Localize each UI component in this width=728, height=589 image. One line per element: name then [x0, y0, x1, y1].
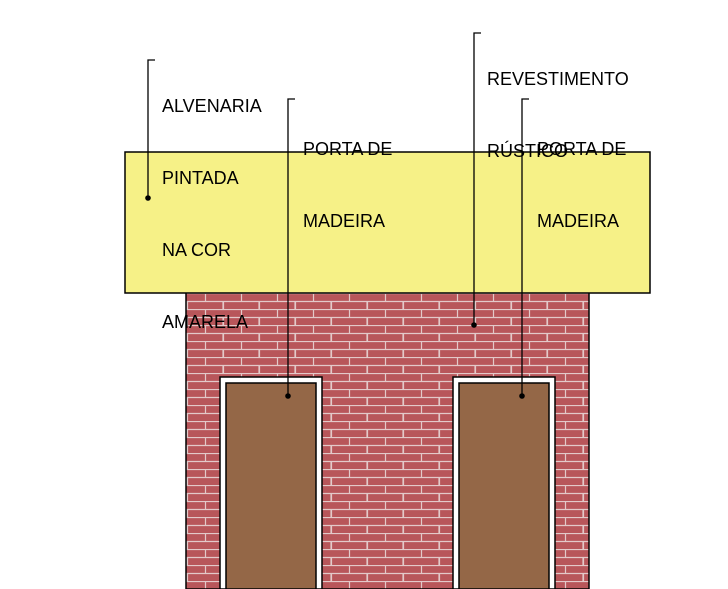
- label-line: MADEIRA: [303, 211, 386, 231]
- label-line: RÚSTICO: [487, 141, 568, 161]
- leader-porta-left: [285, 98, 295, 399]
- label-line: NA COR: [162, 240, 232, 260]
- label-line: PINTADA: [162, 168, 239, 188]
- leader-alvenaria: [145, 59, 155, 201]
- label-alvenaria: ALVENARIA PINTADA NA COR AMARELA: [162, 46, 262, 358]
- label-line: MADEIRA: [537, 211, 620, 231]
- leader-revestimento: [471, 32, 481, 328]
- label-line: ALVENARIA: [162, 96, 262, 116]
- left-door: [225, 382, 317, 589]
- label-line: PORTA DE: [537, 139, 627, 159]
- label-porta-right: PORTA DE MADEIRA: [537, 89, 626, 257]
- yellow-masonry-band: [124, 151, 651, 294]
- right-door: [458, 382, 550, 589]
- label-line: REVESTIMENTO: [487, 69, 629, 89]
- label-line: AMARELA: [162, 312, 249, 332]
- label-revestimento: REVESTIMENTO RÚSTICO: [487, 19, 629, 187]
- leader-porta-right: [519, 98, 529, 399]
- label-line: PORTA DE: [303, 139, 393, 159]
- label-porta-left: PORTA DE MADEIRA: [303, 89, 392, 257]
